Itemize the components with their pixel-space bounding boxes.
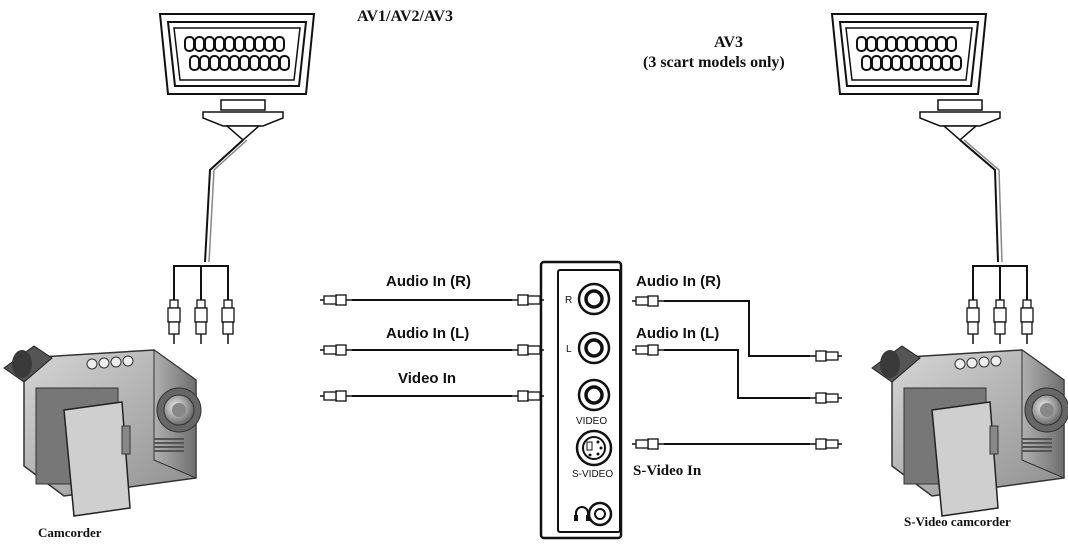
rca-plug-icon [511,294,545,306]
scart-plug-right [919,99,1034,345]
right-audio-r-label: Audio In (R) [636,273,721,290]
camcorder-label: Camcorder [38,525,102,540]
right-cable-audio-r [631,295,843,362]
scart-plug-left [167,99,284,345]
rca-plug-icon [809,350,843,362]
left-cable-video [319,390,545,402]
rca-plug-icon [319,294,353,306]
scart-right-label-line2: (3 scart models only) [643,54,785,71]
jack-label-r: R [565,295,572,306]
scart-connector-left [159,13,315,95]
left-video-label: Video In [398,370,457,387]
scart-connector-icon [159,13,315,95]
rca-plug-icon [319,390,353,402]
jack-label-video: VIDEO [576,416,607,427]
scart-left-label: AV1/AV2/AV3 [357,8,454,25]
rca-plug-icon [809,392,843,404]
rca-plug-icon [511,390,545,402]
left-audio-l-label: Audio In (L) [386,325,470,342]
rca-plug-icon [631,438,665,450]
right-audio-l-label: Audio In (L) [636,325,720,342]
jack-label-l: L [566,344,572,355]
headphone-icon [574,506,590,521]
rca-plug-icon [511,344,545,356]
rca-plug-icon [631,344,665,356]
svideo-camcorder-label: S-Video camcorder [904,514,1011,529]
front-av-panel: R L VIDEO S-VIDEO [539,260,623,540]
jack-label-svideo: S-VIDEO [572,469,613,480]
right-cable-svideo [631,438,843,450]
rca-plug-icon [809,438,843,450]
rca-plug-icon [631,295,665,307]
camcorder-icon [871,345,1068,517]
left-audio-r-label: Audio In (R) [386,273,471,290]
scart-connector-right [831,13,987,95]
left-cable-audio-r [319,294,545,306]
camcorder-icon [3,345,202,517]
scart-connector-icon [831,13,987,95]
left-cable-audio-l [319,344,545,356]
rca-plug-icon [319,344,353,356]
right-svideo-label: S-Video In [633,463,702,479]
right-cable-audio-l [631,344,843,404]
scart-right-label-line1: AV3 [714,34,744,51]
